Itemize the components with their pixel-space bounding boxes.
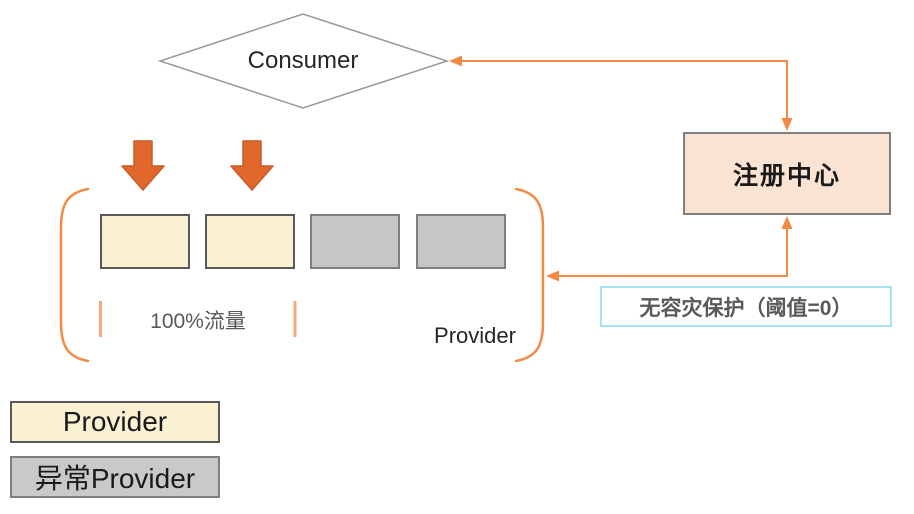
threshold-note-box: 无容灾保护（阈值=0） <box>600 286 892 327</box>
arrowhead-up-icon <box>781 216 793 229</box>
traffic-label: 100%流量 <box>150 310 246 333</box>
registry-provider-connector <box>559 229 788 277</box>
group-bracket-right <box>514 187 545 363</box>
consumer-label: Consumer <box>247 47 359 74</box>
traffic-arrow-down-icon <box>230 140 274 191</box>
legend-item-provider: Provider <box>10 401 220 443</box>
arrowhead-left-icon <box>449 55 462 67</box>
provider-node-normal <box>205 214 295 269</box>
registry-consumer-connector <box>461 60 788 120</box>
legend-label: Provider <box>62 406 168 437</box>
provider-group-label: Provider <box>434 323 516 348</box>
provider-node-normal <box>100 214 190 269</box>
registry-label: 注册中心 <box>732 161 841 190</box>
arrowhead-down-icon <box>781 118 793 131</box>
registry-box: 注册中心 <box>683 132 891 215</box>
legend-label: 异常Provider <box>34 463 196 494</box>
arrowhead-left-icon <box>546 270 559 282</box>
legend-item-abnormal-provider: 异常Provider <box>10 456 220 498</box>
threshold-note-label: 无容灾保护（阈值=0） <box>639 296 853 320</box>
provider-node-abnormal <box>310 214 400 269</box>
group-bracket-left <box>59 187 90 363</box>
consumer-diamond <box>157 13 450 109</box>
provider-node-abnormal <box>416 214 506 269</box>
traffic-arrow-down-icon <box>121 140 165 191</box>
